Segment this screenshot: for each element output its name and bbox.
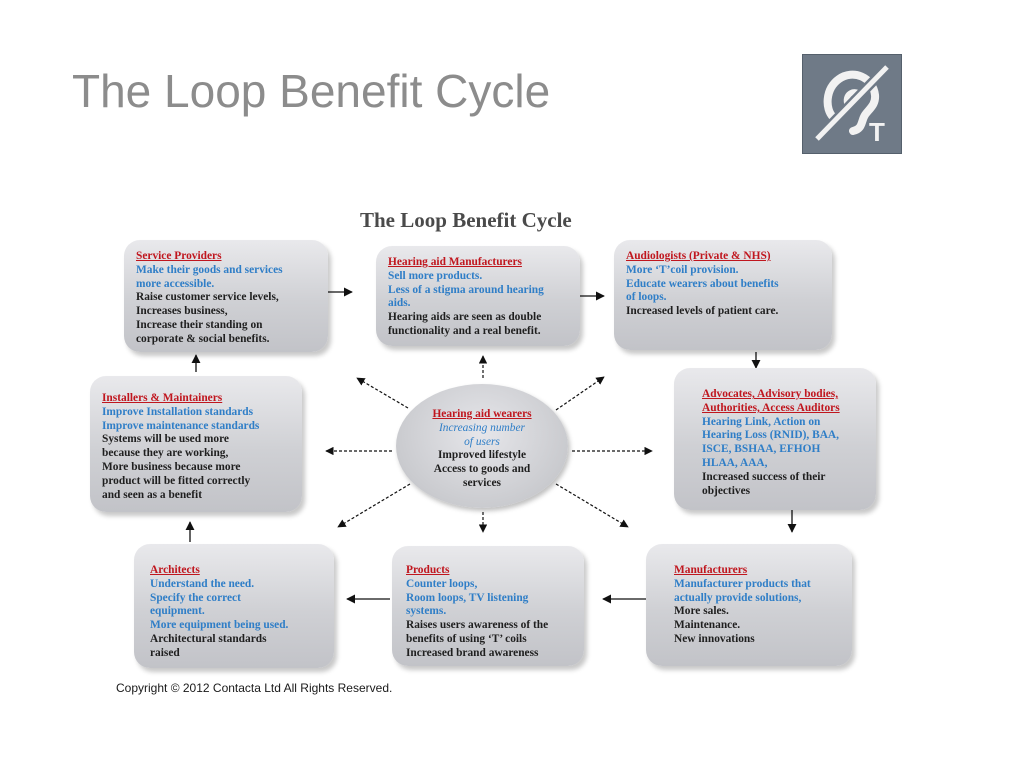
diagram-title: The Loop Benefit Cycle: [360, 208, 572, 232]
box-line: Make their goods and services: [136, 263, 283, 276]
box-audiologists: Audiologists (Private & NHS) More ‘T’coi…: [614, 240, 832, 350]
centre-line: of users: [464, 435, 500, 448]
copyright-notice: Copyright © 2012 Contacta Ltd All Rights…: [116, 681, 393, 695]
box-line: More ‘T’coil provision.: [626, 263, 739, 276]
box-line: Educate wearers about benefits: [626, 277, 779, 290]
box-hearing-aid-manufacturers: Hearing aid Manufacturers Sell more prod…: [376, 246, 580, 346]
box-line: Raises users awareness of the: [406, 619, 549, 632]
box-line: aids.: [388, 297, 411, 310]
box-line: More equipment being used.: [150, 619, 289, 632]
box-manufacturers: Manufacturers Manufacturer products that…: [646, 544, 852, 666]
box-line: Sell more products.: [388, 269, 483, 282]
box-architects: Architects Understand the need. Specify …: [134, 544, 334, 668]
box-line: More business because more: [102, 460, 241, 473]
box-line: Hearing aids are seen as double: [388, 311, 542, 324]
box-line: actually provide solutions,: [674, 591, 802, 604]
box-line: Understand the need.: [150, 577, 255, 590]
box-heading: Advocates, Advisory bodies,: [702, 388, 839, 400]
box-products: Products Counter loops, Room loops, TV l…: [392, 546, 584, 666]
box-line: of loops.: [626, 291, 667, 304]
box-line: HLAA, AAA,: [702, 456, 768, 469]
box-line: ISCE, BSHAA, EFHOH: [702, 443, 821, 456]
box-line: Increases business,: [136, 305, 228, 318]
box-line: Improve maintenance standards: [102, 419, 260, 432]
centre-line: Increasing number: [439, 421, 525, 434]
box-line: Maintenance.: [674, 619, 741, 632]
box-line: Specify the correct: [150, 591, 241, 604]
box-heading: Manufacturers: [674, 564, 748, 576]
box-line: Hearing Loss (RNID), BAA,: [702, 429, 840, 442]
centre-heading: Hearing aid wearers: [432, 408, 532, 420]
box-line: Systems will be used more: [102, 433, 229, 446]
box-line: benefits of using ‘T’ coils: [406, 632, 527, 645]
box-service-providers: Service Providers Make their goods and s…: [124, 240, 328, 352]
box-line: Increase their standing on: [136, 318, 263, 331]
centre-line: Improved lifestyle: [437, 449, 527, 462]
hearing-loop-logo: T: [802, 54, 902, 154]
box-heading: Hearing aid Manufacturers: [388, 256, 522, 268]
box-line: raised: [150, 646, 180, 659]
box-line: systems.: [406, 605, 447, 618]
box-line: More sales.: [674, 605, 729, 618]
box-installers-maintainers: Installers & Maintainers Improve Install…: [90, 376, 302, 512]
centre-line: Access to goods and: [433, 463, 531, 476]
dashed-arrow-up-left: [356, 377, 409, 409]
box-line: equipment.: [150, 605, 205, 618]
box-heading: Audiologists (Private & NHS): [626, 250, 771, 262]
box-heading: Service Providers: [136, 250, 222, 262]
box-line: New innovations: [674, 632, 755, 645]
box-line: Manufacturer products that: [674, 577, 811, 590]
box-line: functionality and a real benefit.: [388, 324, 541, 337]
box-line: Less of a stigma around hearing: [388, 283, 544, 296]
box-line: and seen as a benefit: [102, 488, 202, 501]
centre-hearing-aid-wearers: Hearing aid wearers Increasing number of…: [396, 384, 568, 508]
box-line: Room loops, TV listening: [406, 591, 529, 604]
box-line: Increased brand awareness: [406, 646, 539, 659]
box-advocates: Advocates, Advisory bodies, Authorities,…: [674, 368, 876, 510]
box-line: corporate & social benefits.: [136, 332, 270, 345]
hearing-loop-t-icon: T: [813, 63, 891, 147]
slide-title: The Loop Benefit Cycle: [72, 65, 551, 117]
box-heading: Products: [406, 564, 450, 576]
box-line: Architectural standards: [150, 632, 267, 645]
box-line: Increased success of their: [702, 470, 826, 483]
box-line: more accessible.: [136, 277, 215, 290]
box-line: Increased levels of patient care.: [626, 305, 779, 318]
box-line: Hearing Link, Action on: [702, 415, 821, 428]
box-line: objectives: [702, 484, 751, 497]
box-heading: Architects: [150, 564, 200, 576]
box-line: Raise customer service levels,: [136, 291, 279, 304]
dashed-arrow-up-right: [555, 376, 605, 411]
box-line: Improve Installation standards: [102, 405, 254, 418]
centre-line: services: [463, 476, 501, 489]
box-line: Counter loops,: [406, 577, 478, 590]
box-line: product will be fitted correctly: [102, 474, 251, 487]
logo-letter: T: [869, 117, 885, 147]
box-heading: Installers & Maintainers: [102, 392, 223, 404]
box-heading: Authorities, Access Auditors: [702, 401, 840, 414]
box-line: because they are working,: [102, 447, 229, 460]
